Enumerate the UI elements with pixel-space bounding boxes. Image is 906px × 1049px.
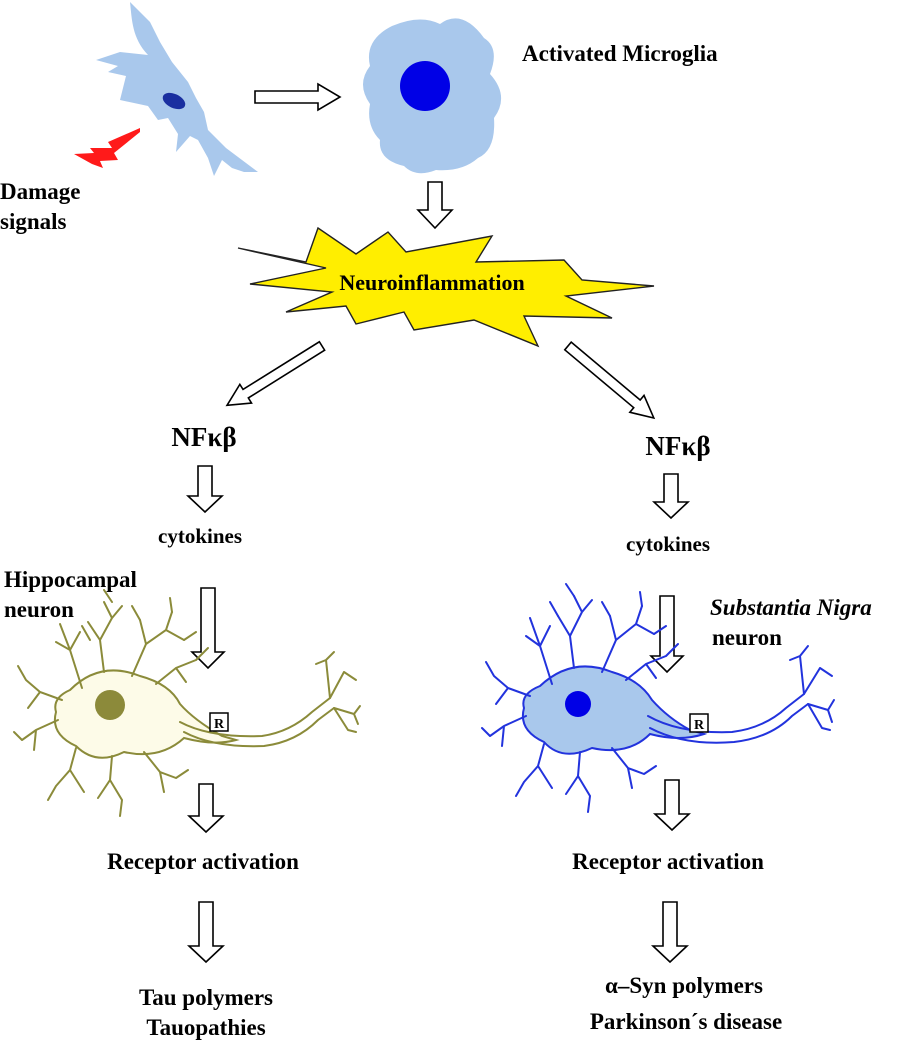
left-outcome-label-line2: Tauopathies [146, 1015, 266, 1040]
nigra-receptor-box [689, 713, 709, 733]
left-cytokines-label: cytokines [158, 524, 242, 548]
activated-microglia-nucleus [400, 61, 450, 111]
arrow-resting-to-activated [254, 82, 342, 112]
left-receptor-activation-label: Receptor activation [107, 849, 299, 874]
hippocampal-receptor-box [209, 712, 229, 732]
damage-signals-label-line2: signals [0, 209, 67, 234]
arrow-left-receptor-to-outcome [186, 901, 226, 964]
hippocampal-soma [54, 669, 240, 759]
hippocampal-neuron [13, 589, 361, 817]
activated-microglia-label: Activated Microglia [522, 41, 718, 66]
damage-signal-bolt [74, 128, 140, 168]
nigra-receptor-label: R [694, 718, 705, 733]
substantia-nigra-neuron [481, 583, 835, 813]
arrow-right-neuron-to-receptor [652, 779, 692, 832]
neuroinflammation-star [237, 226, 655, 348]
right-receptor-activation-label: Receptor activation [572, 849, 764, 874]
arrow-to-left-branch [225, 340, 326, 407]
hippocampal-axon [179, 697, 331, 738]
resting-microglia-nucleus [162, 92, 186, 110]
nigra-axon [647, 693, 805, 734]
arrow-left-nfkb-to-cytokines [185, 465, 225, 514]
left-nfkb-label: NFκβ [171, 422, 237, 452]
nigra-neuron-label-line2: neuron [712, 625, 782, 650]
arrow-microglia-to-neuroinflammation [416, 181, 454, 230]
neuroinflammation-label: Neuroinflammation [339, 270, 524, 295]
hippocampal-receptor-label: R [214, 717, 225, 732]
arrow-right-receptor-to-outcome [650, 901, 690, 964]
arrow-left-neuron-to-receptor [186, 783, 226, 834]
hippocampal-nucleus [95, 690, 125, 720]
hippocampal-neuron-label-line1: Hippocampal [4, 567, 137, 592]
resting-microglia [96, 2, 258, 176]
right-nfkb-label: NFκβ [645, 431, 711, 461]
right-outcome-label-line2: Parkinson´s disease [589, 1009, 783, 1034]
arrow-right-nfkb-to-cytokines [651, 473, 691, 520]
left-outcome-label-line1: Tau polymers [139, 985, 273, 1010]
arrow-to-right-branch [563, 341, 656, 420]
nigra-nucleus [565, 691, 591, 717]
arrow-left-cytokines-to-neuron [190, 587, 226, 670]
nigra-neuron-label-line1: Substantia Nigra [710, 595, 872, 620]
right-cytokines-label: cytokines [626, 532, 710, 556]
damage-signals-label-line1: Damage [0, 179, 81, 204]
arrow-right-cytokines-to-neuron [649, 595, 685, 674]
right-outcome-label-line1: α–Syn polymers [605, 973, 763, 998]
hippocampal-neuron-label-line2: neuron [4, 597, 74, 622]
